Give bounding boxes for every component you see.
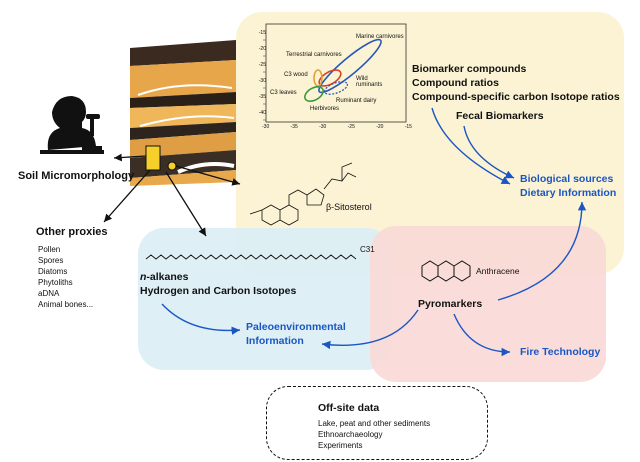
x-tick: -15 [404,124,412,130]
c31-label: C31 [360,245,375,254]
x-tick: -35 [290,124,298,130]
microscope-user-icon [40,96,104,154]
soil-micromorphology-label: Soil Micromorphology [18,170,135,182]
proxy-item: Phytoliths [38,278,73,287]
soil-profile-block [130,40,236,186]
alkanes-panel [138,228,392,370]
proxy-item: Animal bones... [38,300,94,309]
plot-y-ticks: -15 -20 -25 -30 -35 -40 [252,25,266,121]
biomarker-line: Biomarker compounds [412,63,527,75]
plot-x-ticks: -30 -35 -30 -25 -20 -15 [262,124,412,130]
isotope-scatter-plot [263,23,407,123]
y-tick: -35 [258,94,266,100]
anthracene-structure [421,260,471,282]
sources-line: Biological sources [520,173,614,185]
plot-label-wild-ruminants: Wild ruminants [356,76,383,88]
sitosterol-structure [249,162,357,226]
arrow-to-alkanes [165,171,207,237]
biomarker-line: Compound-specific carbon Isotope ratios [412,91,620,103]
alkanes-text: -alkanes [146,271,189,283]
arrow-alkanes-to-paleo [161,303,241,335]
biomarker-list: Biomarker compounds Compound ratios Comp… [412,62,620,104]
anthracene-label: Anthracene [476,266,520,276]
plot-label-herbivores: Herbivores [310,106,340,112]
sources-line: Dietary Information [520,187,617,199]
alkanes-n: n [140,271,147,283]
proxy-item: Pollen [38,245,61,254]
offsite-item: Experiments [318,441,363,450]
sitosterol-label: β-Sitosterol [326,202,372,212]
proxy-item: Spores [38,256,64,265]
x-tick: -30 [262,124,270,130]
paleo-line: Paleoenvironmental [246,321,346,333]
arrow-fecal-to-sources [463,125,515,179]
alkane-chain [145,254,357,260]
x-tick: -25 [347,124,355,130]
arrow-pyro-to-paleo [321,309,419,350]
plot-label-c3-wood: C3 wood [284,72,308,78]
other-proxies-list: Pollen Spores Diatoms Phytoliths aDNA An… [38,244,93,310]
offsite-item: Lake, peat and other sediments [318,419,431,428]
y-tick: -15 [258,30,266,36]
biomarker-line: Compound ratios [412,77,499,89]
arrow-pyro-to-sources [497,201,587,301]
x-tick: -30 [319,124,327,130]
x-tick: -20 [376,124,384,130]
offsite-title: Off-site data [318,402,380,414]
paleoenvironmental-label: Paleoenvironmental Information [246,320,346,348]
paleo-line: Information [246,335,304,347]
isotopes-label: Hydrogen and Carbon Isotopes [140,285,297,297]
alkanes-label: n-alkanes Hydrogen and Carbon Isotopes [140,270,296,298]
fecal-biomarkers-label: Fecal Biomarkers [456,110,544,122]
y-tick: -20 [258,46,266,52]
other-proxies-title: Other proxies [36,226,108,238]
arrow-to-micromorphology [113,153,147,162]
y-tick: -40 [258,110,266,116]
plot-label-terrestrial-carnivores: Terrestrial carnivores [286,52,342,58]
fire-technology-label: Fire Technology [520,346,601,358]
arrow-pyro-to-fire [453,313,511,357]
offsite-data-box [266,386,488,460]
pyromarkers-label: Pyromarkers [418,298,483,310]
pyromarkers-panel [370,226,606,382]
plot-label-marine-carnivores: Marine carnivores [356,34,404,40]
proxy-item: Diatoms [38,267,68,276]
plot-label-ruminant-dairy: Ruminant dairy [336,98,377,104]
plot-label-c3-leaves: C3 leaves [270,90,297,96]
offsite-list: Lake, peat and other sediments Ethnoarch… [318,418,430,451]
y-tick: -30 [258,78,266,84]
biological-sources-label: Biological sources Dietary Information [520,172,616,200]
arrow-biomarkers-to-sources [431,107,511,185]
proxy-item: aDNA [38,289,60,298]
y-tick: -25 [258,62,266,68]
arrow-to-other-proxies [103,169,151,223]
offsite-item: Ethnoarchaeology [318,430,383,439]
arrow-to-sterols [175,165,241,186]
